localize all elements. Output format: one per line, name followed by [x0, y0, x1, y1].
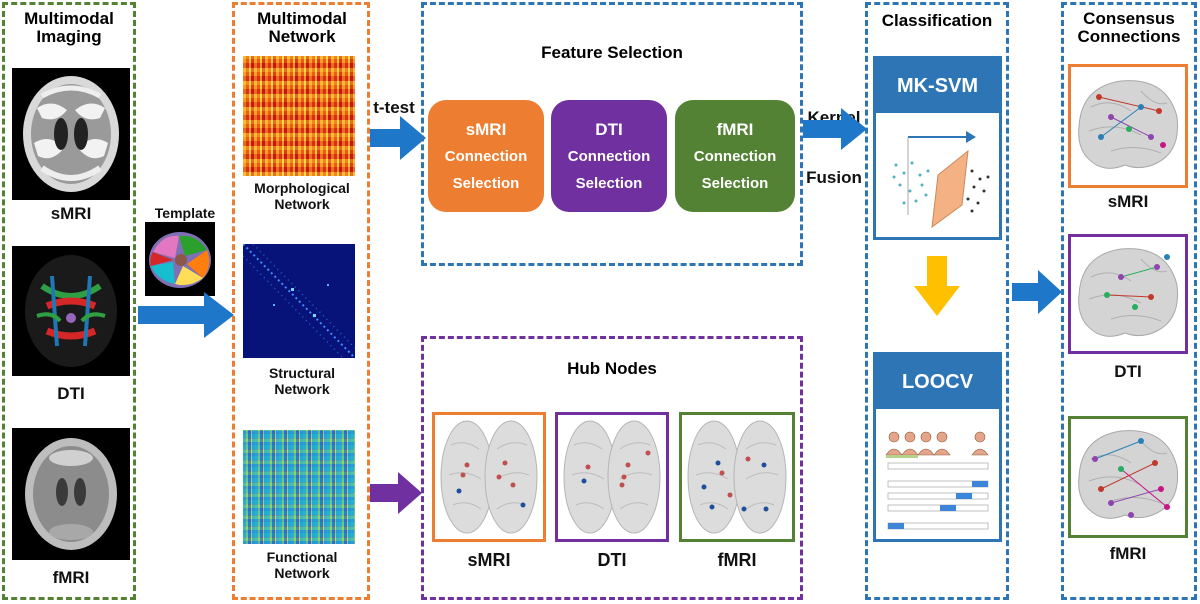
consensus-fmri-label: fMRI — [1109, 544, 1147, 563]
hub-dti-label: DTI — [597, 550, 627, 570]
classification-title: Classification — [881, 11, 993, 30]
hub-fmri-label: fMRI — [717, 550, 757, 570]
smri-axial-image — [12, 68, 130, 200]
dti-axial-image — [12, 246, 130, 376]
dti-selection-line2: Connection — [567, 147, 651, 165]
multimodal-imaging-panel — [2, 2, 136, 600]
dti-label: DTI — [57, 384, 85, 403]
hub-smri-box — [432, 412, 546, 542]
fmri-selection-line3: Selection — [701, 174, 769, 192]
mksvm-header: MK-SVM — [876, 59, 999, 113]
smri-selection-line3: Selection — [452, 174, 520, 192]
template-to-network-arrow — [138, 292, 234, 338]
structural-network-label: Structural Network — [268, 365, 336, 397]
consensus-smri-box — [1068, 64, 1188, 188]
network-to-hub-arrow — [370, 472, 422, 514]
consensus-panel — [1061, 2, 1197, 600]
functional-matrix — [243, 430, 355, 544]
ttest-label: t-test — [373, 98, 415, 117]
kernel-fusion-arrow — [803, 108, 867, 150]
template-brain-image — [145, 222, 215, 296]
feature-selection-title: Feature Selection — [541, 43, 683, 62]
multimodal-network-panel — [232, 2, 370, 600]
consensus-dti-box — [1068, 234, 1188, 354]
hub-fmri-box — [679, 412, 795, 542]
mksvm-to-loocv-arrow — [914, 256, 960, 316]
template-label: Template — [154, 205, 216, 221]
classification-panel — [865, 2, 1009, 600]
consensus-title: Consensus Connections — [1077, 9, 1181, 46]
loocv-header: LOOCV — [876, 355, 999, 409]
consensus-dti-label: DTI — [1114, 362, 1142, 381]
functional-network-label: Functional Network — [266, 549, 338, 581]
feature-selection-panel — [421, 2, 803, 266]
mksvm-box: MK-SVM — [873, 56, 1002, 240]
hub-nodes-panel — [421, 336, 803, 600]
smri-selection-line2: Connection — [444, 147, 528, 165]
dti-selection-line1: DTI — [595, 119, 623, 139]
structural-matrix — [242, 243, 356, 359]
multimodal-imaging-title: Multimodal Imaging — [24, 9, 114, 46]
ttest-arrow — [370, 116, 426, 160]
fmri-connection-selection-box: fMRI Connection Selection — [675, 100, 795, 212]
morphological-network-label: Morphological Network — [254, 180, 350, 212]
hub-smri-label: sMRI — [467, 550, 511, 570]
fmri-selection-line2: Connection — [693, 147, 777, 165]
consensus-fmri-box — [1068, 416, 1188, 538]
fmri-label: fMRI — [52, 568, 90, 587]
classification-to-consensus-arrow — [1012, 270, 1062, 314]
smri-connection-selection-box: sMRI Connection Selection — [428, 100, 544, 212]
smri-label: sMRI — [50, 204, 92, 223]
consensus-smri-label: sMRI — [1107, 192, 1149, 211]
fmri-axial-image — [12, 428, 130, 560]
dti-selection-line3: Selection — [575, 174, 643, 192]
smri-selection-line1: sMRI — [465, 119, 507, 139]
multimodal-network-title: Multimodal Network — [257, 9, 347, 46]
hub-dti-box — [555, 412, 669, 542]
fmri-selection-line1: fMRI — [716, 119, 754, 139]
morphological-matrix — [243, 56, 355, 176]
dti-connection-selection-box: DTI Connection Selection — [551, 100, 667, 212]
loocv-box: LOOCV — [873, 352, 1002, 542]
hub-nodes-title: Hub Nodes — [567, 359, 657, 378]
